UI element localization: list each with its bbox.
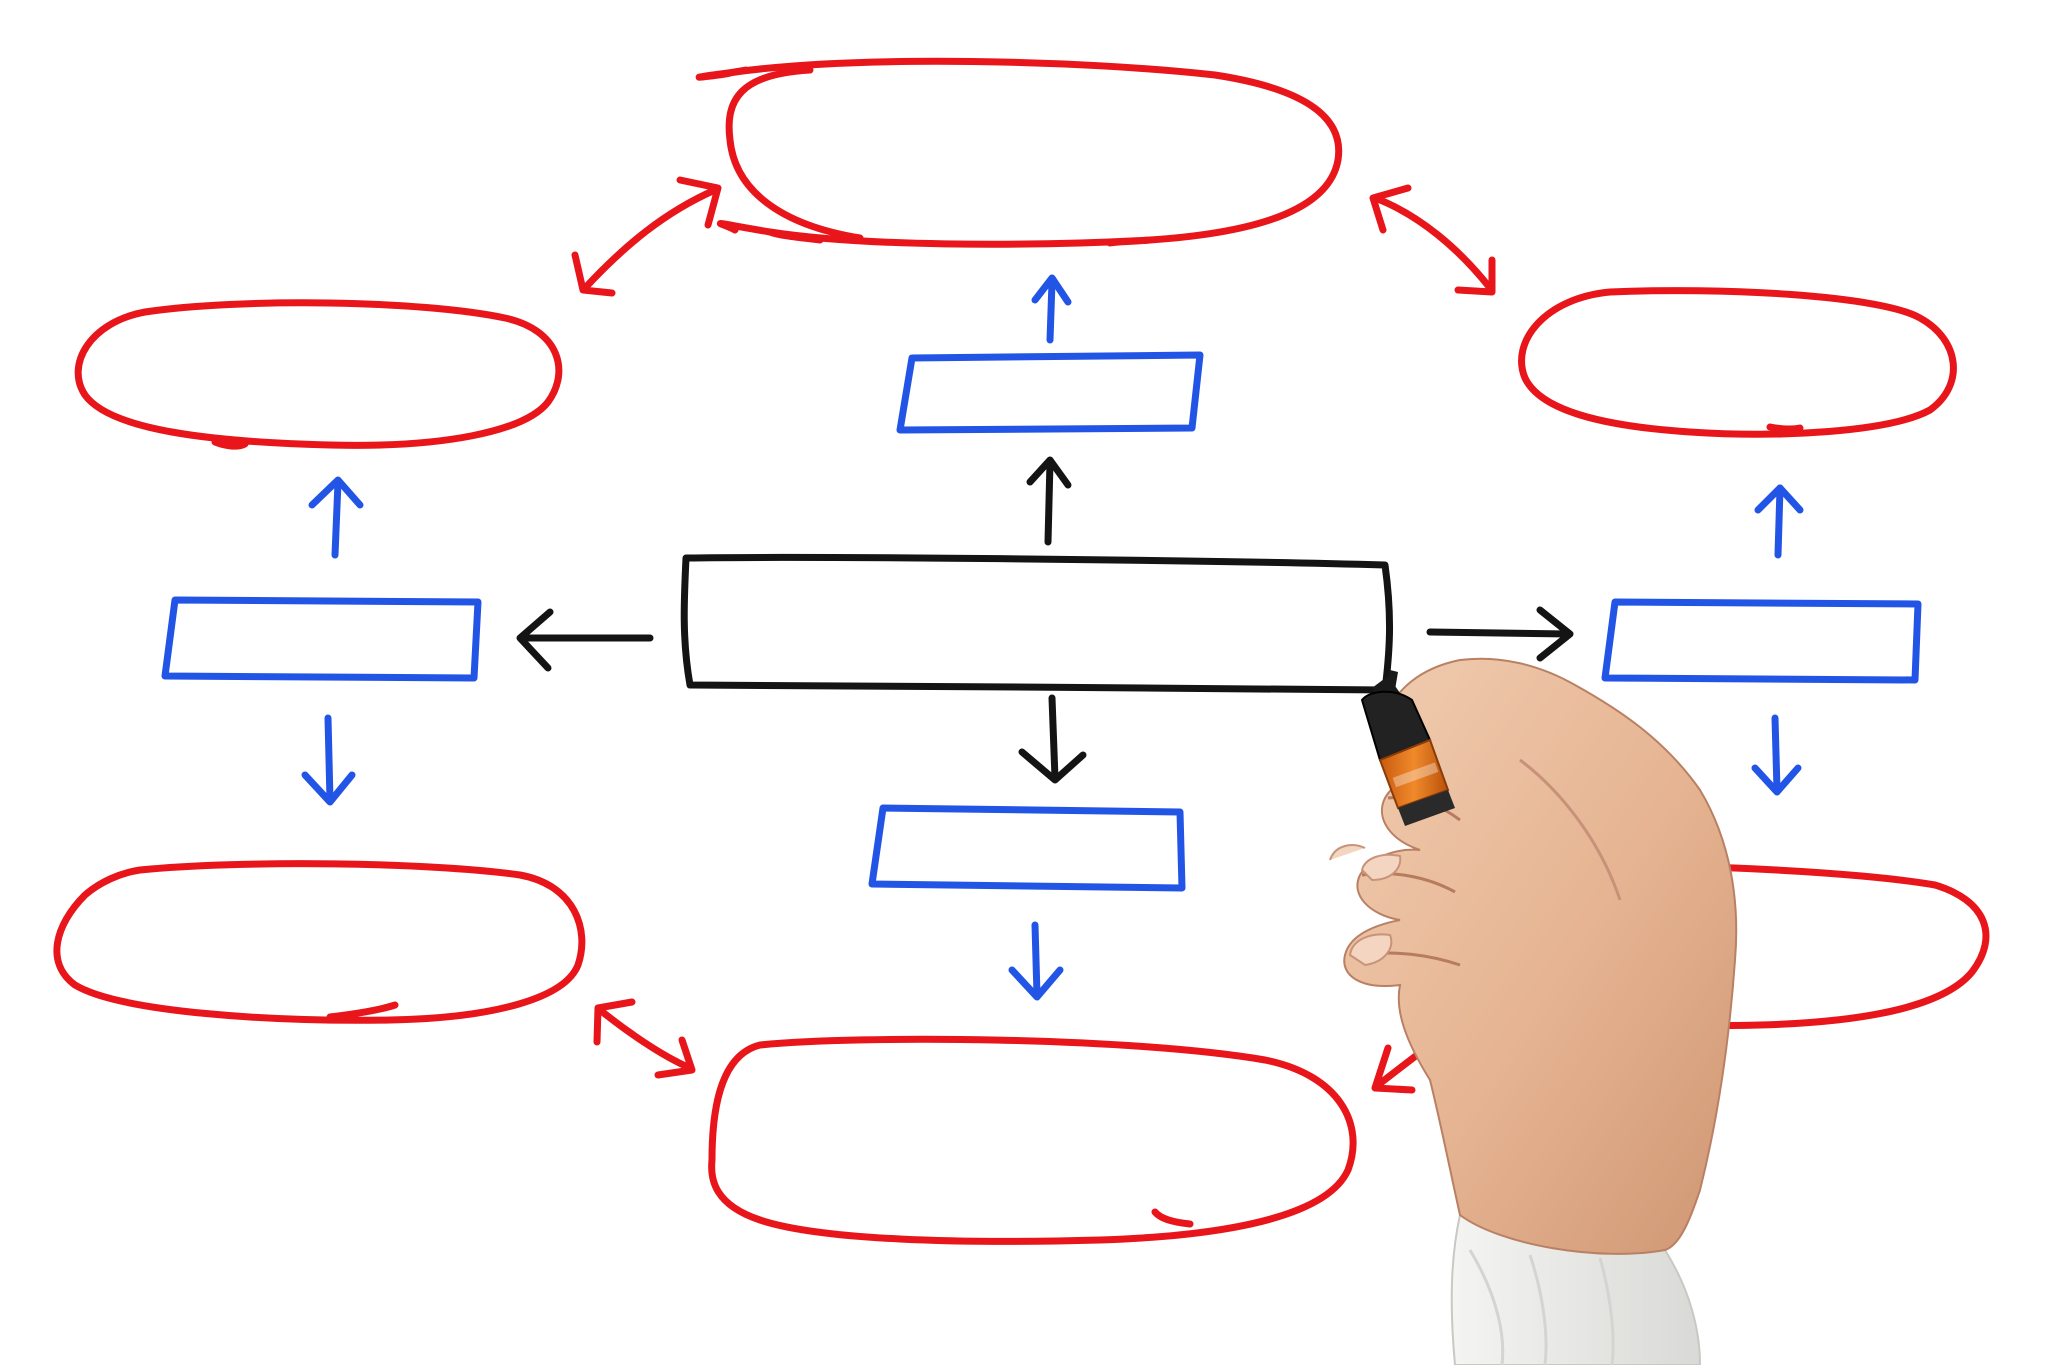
center-arrows bbox=[516, 456, 1574, 784]
arrow-up-icon bbox=[1754, 484, 1804, 559]
box-left bbox=[161, 596, 482, 682]
arrow-left-icon bbox=[516, 608, 654, 672]
arrow-up-icon bbox=[1026, 456, 1072, 546]
arrow-up-icon bbox=[308, 476, 364, 559]
ellipse-bottom bbox=[708, 1035, 1357, 1245]
box-right bbox=[1601, 598, 1922, 684]
arrow-down-icon bbox=[301, 714, 356, 806]
box-bottom bbox=[868, 804, 1186, 892]
center-node bbox=[680, 553, 1393, 694]
ellipse-bottom-left bbox=[53, 860, 586, 1024]
hand-with-marker bbox=[1329, 657, 1738, 1365]
double-arrow-icon bbox=[1369, 184, 1496, 296]
double-arrow-icon bbox=[593, 998, 696, 1079]
double-arrow-icon bbox=[571, 176, 722, 297]
arrow-down-icon bbox=[1008, 921, 1064, 1001]
ellipse-left bbox=[74, 299, 563, 450]
arrow-down-icon bbox=[1018, 694, 1087, 784]
marker-icon bbox=[1360, 670, 1455, 826]
blue-arrows bbox=[301, 274, 1804, 1001]
arrow-down-icon bbox=[1751, 714, 1802, 796]
arrow-up-icon bbox=[1031, 274, 1072, 344]
ellipse-top bbox=[716, 57, 1343, 248]
ellipse-right bbox=[1518, 287, 1957, 438]
secondary-boxes bbox=[161, 351, 1922, 892]
arrow-right-icon bbox=[1426, 606, 1574, 662]
box-top bbox=[896, 351, 1204, 434]
